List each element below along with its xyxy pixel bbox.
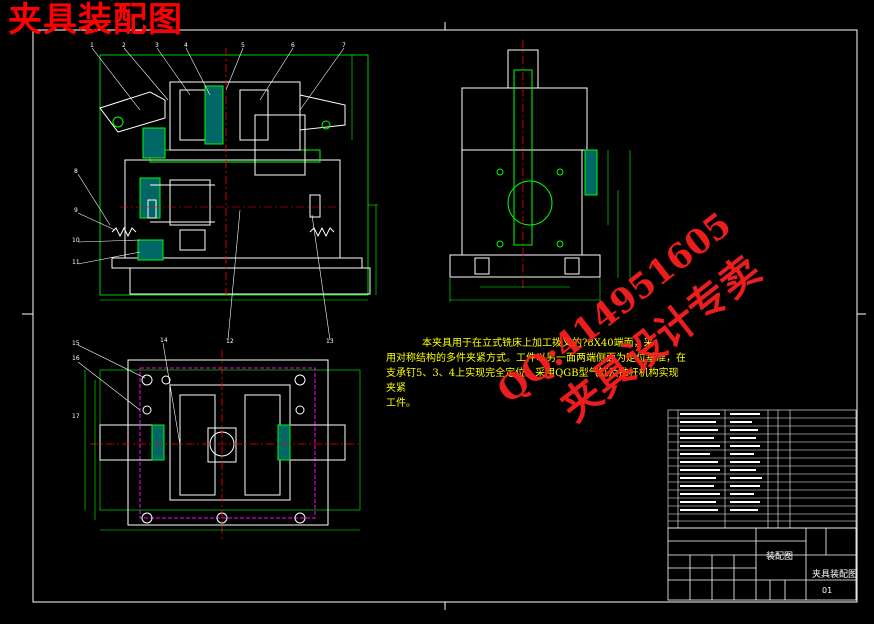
- balloon-1: 1: [90, 42, 94, 49]
- balloon-7: 7: [342, 42, 346, 49]
- balloon-12: 12: [226, 338, 234, 345]
- balloon-8: 8: [74, 168, 78, 175]
- title-block-sheet: 01: [822, 586, 833, 595]
- title-block-part-name: 夹具装配图: [812, 570, 858, 580]
- note-line-3: 支承钉5、3、4上实现完全定位。采用QGB型气缸及推杆机构实现夹紧: [386, 368, 679, 394]
- note-line-1: 本夹具用于在立式铣床上加工拨叉的?8X40端面，采: [422, 338, 654, 349]
- drawing-border: [32, 29, 858, 603]
- balloon-16: 16: [72, 355, 80, 362]
- balloon-13: 13: [326, 338, 334, 345]
- drawing-title: 夹具装配图: [8, 0, 183, 40]
- side-view: [449, 40, 631, 302]
- balloon-5: 5: [241, 42, 245, 49]
- balloon-15: 15: [72, 340, 80, 347]
- top-view: [77, 342, 361, 540]
- balloon-6: 6: [291, 42, 295, 49]
- title-block: [667, 527, 857, 601]
- title-block-drawing-name: 装配图: [766, 552, 794, 562]
- balloon-4: 4: [184, 42, 188, 49]
- balloon-labels: 1 2 3 4 5 6 7 8 9 10 11 12 13 14 15 16 1…: [72, 42, 346, 420]
- balloon-14: 14: [160, 337, 168, 344]
- balloon-2: 2: [122, 42, 126, 49]
- note-line-4: 工件。: [386, 398, 416, 409]
- technical-note: 本夹具用于在立式铣床上加工拨叉的?8X40端面，采 用对称结构的多件夹紧方式。工…: [386, 336, 686, 411]
- balloon-9: 9: [74, 207, 78, 214]
- balloon-17: 17: [72, 413, 80, 420]
- front-view: [77, 47, 378, 341]
- balloon-3: 3: [155, 42, 159, 49]
- parts-list-text: [680, 413, 762, 511]
- balloon-10: 10: [72, 237, 80, 244]
- balloon-11: 11: [72, 259, 80, 266]
- parts-list: [667, 409, 857, 529]
- note-line-2: 用对称结构的多件夹紧方式。工件以另一面两端侧面为定位基准，在: [386, 353, 686, 364]
